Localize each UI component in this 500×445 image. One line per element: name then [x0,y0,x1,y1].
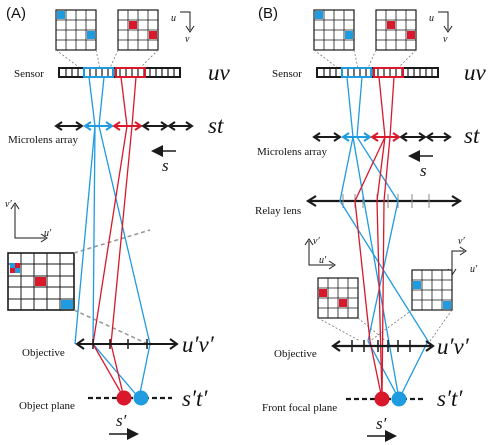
panel-b-axis-vprime-right: v′ [458,236,465,247]
panel-b-objective-label: Objective [274,348,317,360]
panel-a-axis-v: v [185,34,190,45]
panel-b-top-grid-red [375,9,417,51]
panel-a-microlens-label: Microlens array [8,134,78,146]
panel-b-axis-vprime: v′ [313,236,320,247]
panel-b-st-label: st [464,123,480,148]
panel-a-uv-label: uv [208,60,231,85]
panel-b-mid-grid-red [317,277,359,319]
panel-a-microlens-row [54,121,194,131]
panel-b-microlens-label: Microlens array [257,146,327,158]
panel-a-stprime-label: s′t′ [182,386,208,411]
panel-a-large-grid [7,252,75,311]
panel-a-uvprime-axis: v′ u′ [5,199,52,243]
panel-b-mid-grid-blue [411,269,453,311]
panel-b-top-grid-blue [313,9,355,51]
panel-a-object-plane-label: Object plane [19,400,75,412]
panel-b-axis-u: u [429,13,434,24]
panel-b-axis-v: v [443,34,448,45]
panel-b-uvprime-axis-left: v′ u′ [304,236,336,270]
panel-b: (B) u v Sensor uv [255,5,487,442]
panel-b-axis-uprime-right: u′ [470,264,478,275]
panel-a-sprime-label: s′ [116,411,127,430]
panel-b-front-focal-label: Front focal plane [262,402,337,414]
panel-a-uvprime-label: u′v′ [182,332,215,357]
panel-b-label: (B) [258,5,278,22]
panel-a-axis-u: u [171,13,176,24]
panel-b-stprime-label: s′t′ [437,386,463,411]
panel-b-sensor [316,67,439,78]
panel-b-blue-point [391,391,407,407]
panel-b-relay-label: Relay lens [255,205,301,217]
panel-a-red-point [116,390,132,406]
panel-b-red-point [374,391,390,407]
panel-b-microlens-row [312,132,452,142]
panel-b-sensor-label: Sensor [272,68,302,80]
panel-b-s-label: s [420,161,427,180]
panel-a-top-grid-blue [55,9,97,51]
panel-b-sprime-label: s′ [376,414,387,433]
panel-b-uvprime-label: u′v′ [437,334,470,359]
panel-a-sensor [58,67,181,78]
panel-a-axis-vprime: v′ [5,199,12,210]
panel-a-grid-leaders [73,229,151,346]
panel-b-uvprime-axis-right: v′ u′ [447,236,478,276]
panel-b-uv-axis: u v [429,11,453,45]
panel-b-uv-label: uv [464,60,487,85]
panel-a-rays [74,76,151,399]
panel-a-objective-label: Objective [22,347,65,359]
panel-a-objective-lens [75,338,179,350]
panel-b-rays [339,76,429,400]
panel-a-label: (A) [6,5,26,22]
panel-a-uv-axis: u v [171,11,195,45]
panel-a: (A) u v Sensor uv [5,5,231,440]
panel-a-axis-uprime: u′ [44,228,52,239]
panel-a-st-label: st [208,113,224,138]
panel-a-sensor-label: Sensor [14,68,44,80]
panel-b-objective-lens [331,340,435,352]
panel-a-top-grid-red [117,9,159,51]
panel-b-top-grid-leaders [313,49,417,69]
panel-a-blue-point [133,390,149,406]
panel-a-s-label: s [162,156,169,175]
panel-a-top-grid-leaders [55,49,159,69]
panel-b-axis-uprime: u′ [319,255,327,266]
